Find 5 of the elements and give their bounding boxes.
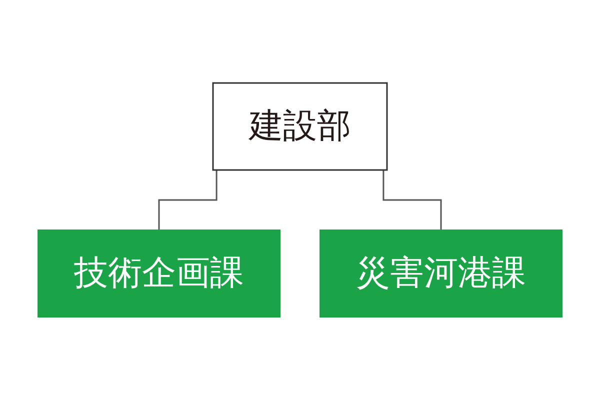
node-box: 災害河港課 (320, 230, 562, 318)
connector (158, 170, 218, 231)
node-box: 建設部 (212, 82, 388, 171)
connector (382, 170, 442, 231)
node-box: 技術企画課 (38, 230, 280, 318)
